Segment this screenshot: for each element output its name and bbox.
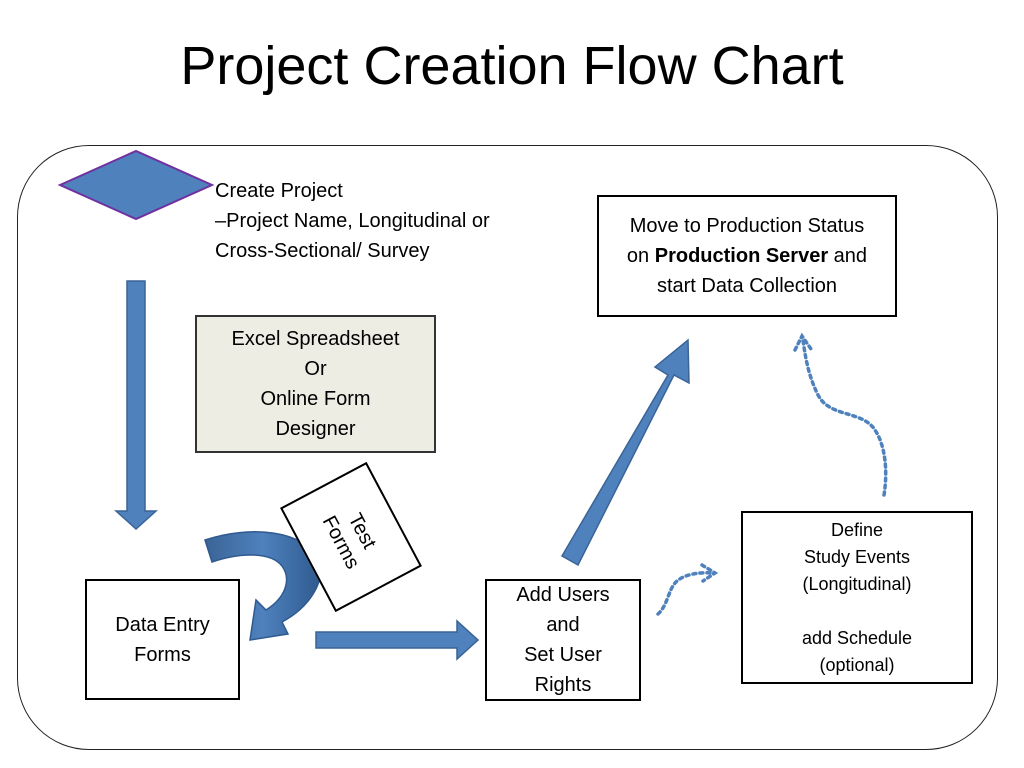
define-events-line1: Define [830, 519, 884, 540]
create-project-line2: –Project Name, Longitudinal or [215, 210, 490, 232]
dotted-arrow-icon [656, 571, 714, 616]
design-tool-line4: Designer [275, 418, 356, 440]
production-line2-pre: on [626, 245, 655, 267]
design-tool-box: Excel Spreadsheet Or Online Form Designe… [195, 315, 436, 453]
production-line1: Move to Production Status [629, 215, 865, 237]
dotted-arrowhead-icon [700, 563, 719, 583]
page-title: Project Creation Flow Chart [180, 36, 844, 96]
add-users-line2: and [546, 614, 580, 636]
add-users-line4: Rights [534, 674, 592, 696]
define-study-events-box: Define Study Events (Longitudinal) add S… [741, 511, 973, 684]
define-events-line4: add Schedule [801, 627, 913, 648]
right-arrow-icon [315, 619, 480, 661]
create-project-line1: Create Project [215, 180, 343, 202]
down-arrow-icon [114, 280, 158, 531]
start-diamond-icon [57, 149, 215, 221]
add-users-line3: Set User [524, 644, 602, 666]
add-users-box: Add Users and Set User Rights [485, 579, 641, 701]
dotted-up-arrow-icon [801, 338, 888, 497]
define-events-line2: Study Events [803, 546, 911, 567]
define-events-line5: (optional) [819, 654, 895, 675]
add-users-line1: Add Users [516, 584, 610, 606]
define-events-line3: (Longitudinal) [802, 573, 912, 594]
create-project-label: Create Project –Project Name, Longitudin… [215, 176, 490, 266]
production-line2: on Production Server and [627, 241, 867, 271]
production-line3: start Data Collection [656, 275, 838, 297]
diagram-frame [17, 145, 998, 750]
design-tool-line3: Online Form [260, 388, 371, 410]
data-entry-forms-box: Data Entry Forms [85, 579, 240, 700]
data-entry-line1: Data Entry [115, 613, 210, 636]
production-status-box: Move to Production Status on Production … [597, 195, 897, 317]
dotted-up-arrowhead-icon [793, 332, 813, 352]
create-project-line3: Cross-Sectional/ Survey [215, 240, 430, 262]
production-line2-post: and [828, 245, 868, 267]
design-tool-line2: Or [304, 358, 327, 380]
design-tool-line1: Excel Spreadsheet [231, 328, 400, 350]
curved-arrow-icon [204, 531, 321, 641]
data-entry-line2: Forms [134, 643, 191, 666]
production-server-text: Production Server [654, 245, 829, 267]
diagonal-arrow-icon [560, 338, 690, 567]
